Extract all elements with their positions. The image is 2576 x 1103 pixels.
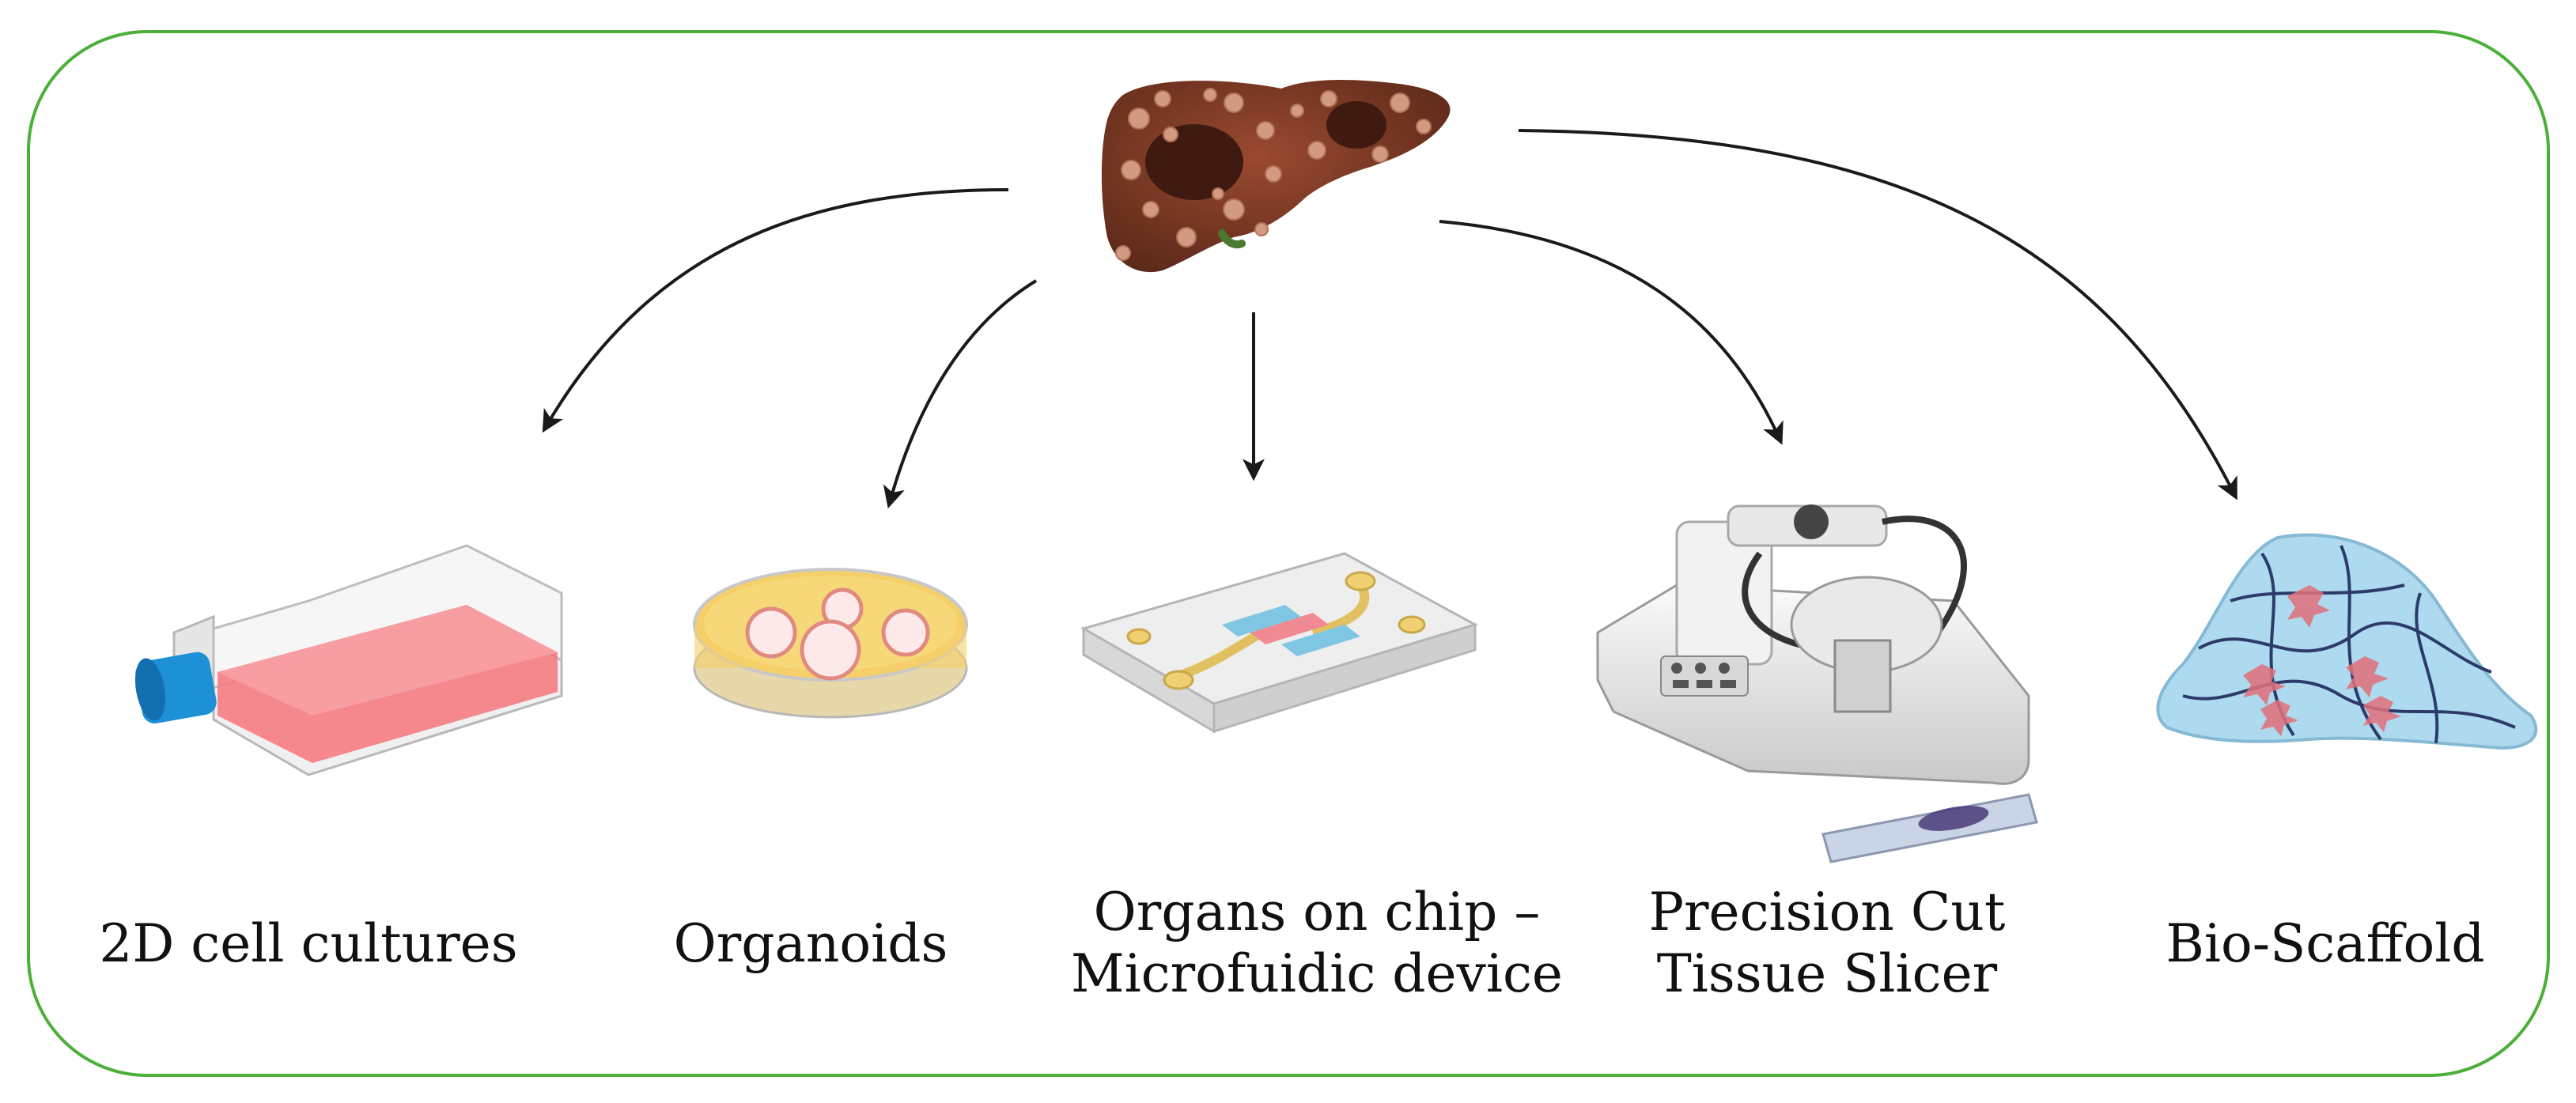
label-2d-cell-cultures: 2D cell cultures — [99, 913, 518, 974]
bio-scaffold-icon — [2156, 533, 2538, 750]
arrow-to-2d-cell-cultures — [542, 188, 1009, 433]
label-organs-on-chip: Organs on chip – Microfuidic device — [1070, 882, 1563, 1004]
petri-dish-icon — [693, 568, 968, 719]
arrow-to-organoids — [883, 279, 1038, 509]
label-tissue-slicer: Precision Cut Tissue Slicer — [1648, 882, 2006, 1004]
label-organoids: Organoids — [673, 913, 948, 974]
tissue-slicer-icon — [1596, 504, 2038, 863]
label-bio-scaffold: Bio-Scaffold — [2166, 913, 2485, 974]
arrow-to-tissue-slicer — [1439, 220, 1784, 445]
arrow-to-bio-scaffold — [1518, 129, 2237, 501]
cell-culture-flask-icon — [134, 544, 563, 776]
arrows — [542, 129, 2237, 509]
microfluidic-chip-icon — [1080, 552, 1478, 734]
frame-border — [27, 30, 2550, 1077]
liver-icon — [1101, 79, 1451, 273]
